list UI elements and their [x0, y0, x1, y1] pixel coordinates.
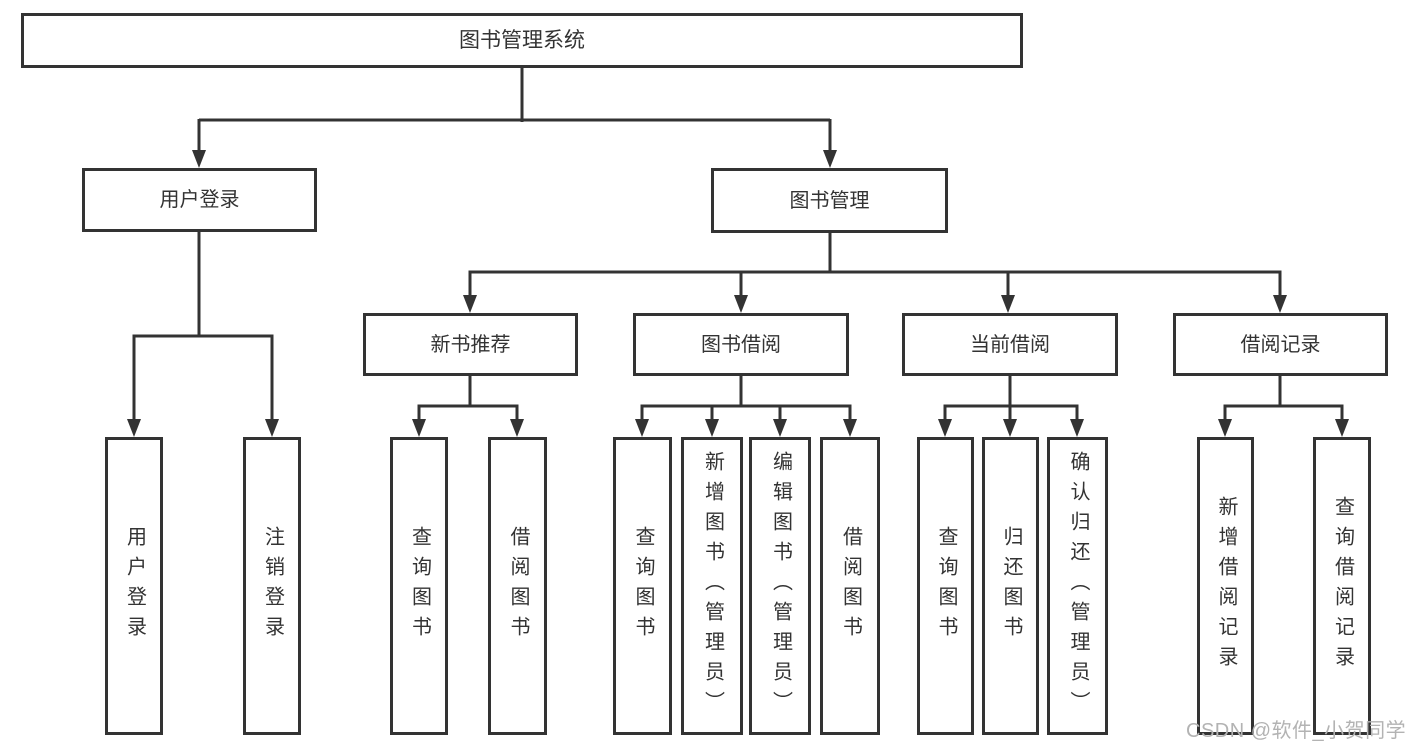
- node-label: 编辑图书（管理员）: [769, 451, 792, 721]
- leaf-user-login: 用户登录: [105, 437, 163, 735]
- leaf-return-book: 归还图书: [982, 437, 1039, 735]
- node-label: 注销登录: [261, 526, 284, 646]
- node-label: 查询图书: [632, 526, 654, 646]
- leaf-query-books-borrow: 查询图书: [613, 437, 672, 735]
- leaf-query-books-recommend: 查询图书: [390, 437, 448, 735]
- node-library-management-system: 图书管理系统: [21, 13, 1023, 68]
- csdn-watermark: CSDN @软件_小贺同学: [1186, 720, 1405, 742]
- node-borrow-records: 借阅记录: [1173, 313, 1388, 376]
- node-label: 图书借阅: [701, 333, 781, 356]
- node-label: 归还图书: [1000, 526, 1022, 646]
- node-label: 查询图书: [408, 526, 431, 646]
- node-new-book-recommend: 新书推荐: [363, 313, 578, 376]
- leaf-edit-book-admin: 编辑图书（管理员）: [749, 437, 811, 735]
- node-label: 借阅图书: [839, 526, 862, 646]
- node-label: 新书推荐: [430, 333, 511, 356]
- node-label: 当前借阅: [970, 333, 1050, 356]
- node-label: 图书管理系统: [459, 29, 585, 52]
- leaf-add-borrow-record: 新增借阅记录: [1197, 437, 1254, 735]
- node-label: 新增借阅记录: [1215, 496, 1237, 676]
- leaf-confirm-return-admin: 确认归还（管理员）: [1047, 437, 1108, 735]
- node-label: 用户登录: [159, 189, 240, 211]
- leaf-logout: 注销登录: [243, 437, 301, 735]
- leaf-borrow-book: 借阅图书: [820, 437, 880, 735]
- node-label: 新增图书（管理员）: [701, 451, 724, 721]
- node-label: 查询借阅记录: [1331, 496, 1354, 676]
- node-book-borrow: 图书借阅: [633, 313, 849, 376]
- node-label: 查询图书: [935, 526, 957, 646]
- leaf-query-borrow-record: 查询借阅记录: [1313, 437, 1371, 735]
- node-label: 确认归还（管理员）: [1067, 451, 1089, 721]
- node-book-management: 图书管理: [711, 168, 948, 233]
- node-label: 用户登录: [123, 526, 146, 646]
- leaf-query-books-current: 查询图书: [917, 437, 974, 735]
- node-label: 借阅记录: [1240, 333, 1321, 356]
- leaf-add-book-admin: 新增图书（管理员）: [681, 437, 743, 735]
- node-current-borrow: 当前借阅: [902, 313, 1118, 376]
- node-user-login: 用户登录: [82, 168, 317, 232]
- node-label: 借阅图书: [507, 526, 529, 646]
- leaf-borrow-book-recommend: 借阅图书: [488, 437, 547, 735]
- node-label: 图书管理: [789, 189, 870, 212]
